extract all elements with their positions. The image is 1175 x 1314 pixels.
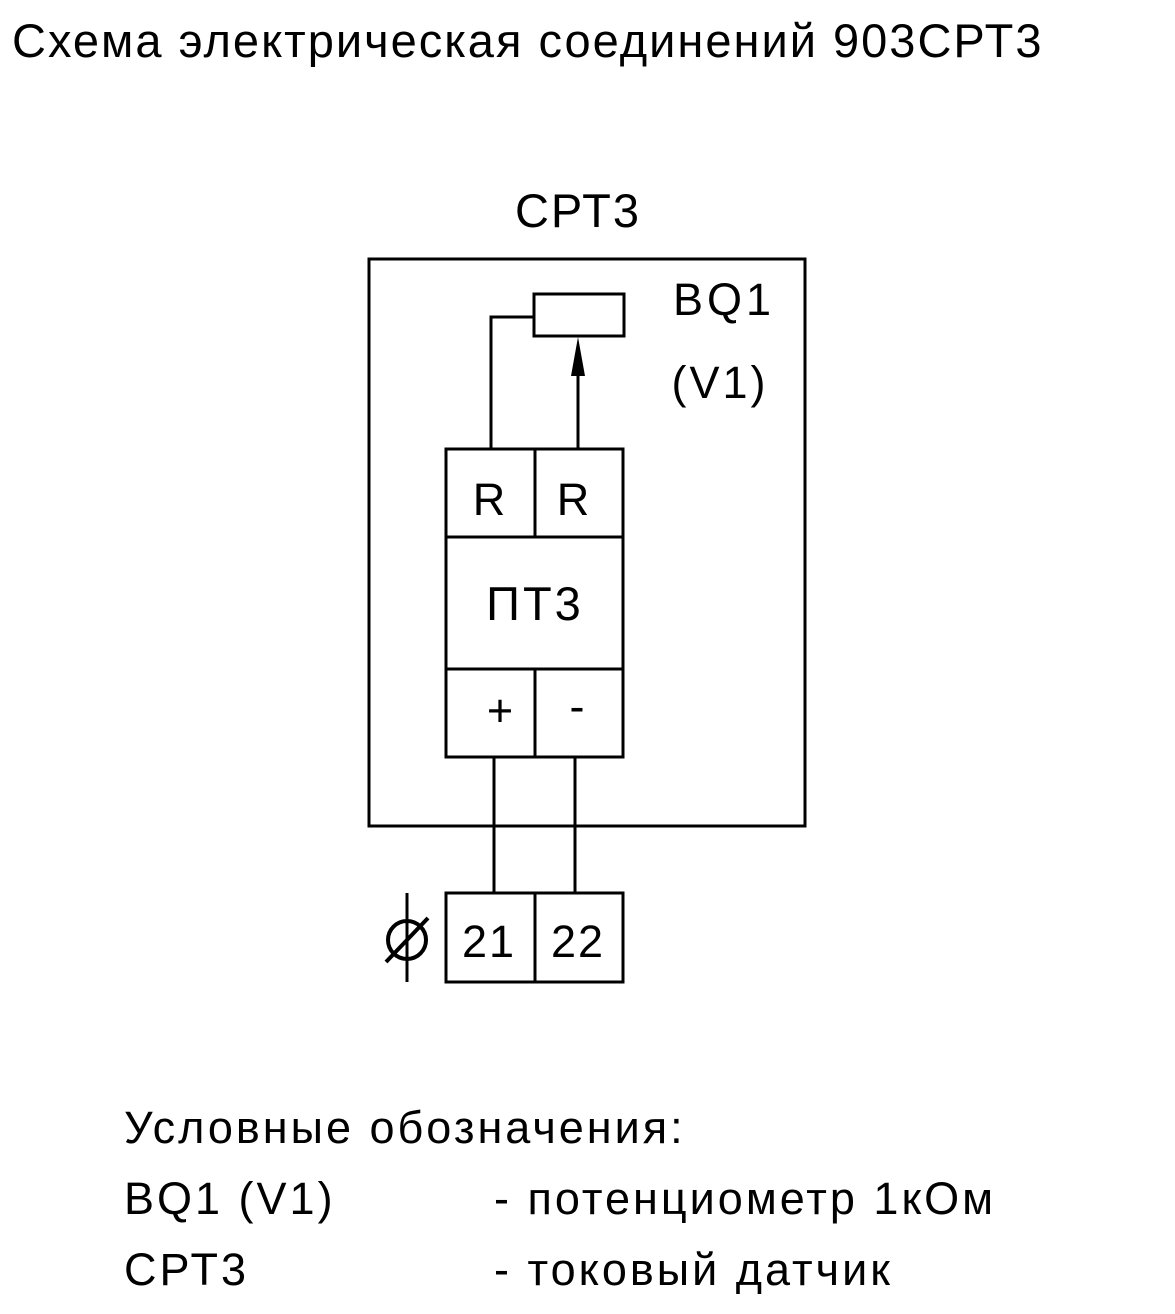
diagram-title: Схема электрическая соединений 903СРТ3 — [12, 14, 1044, 67]
legend-code: BQ1 (V1) — [124, 1173, 336, 1224]
potentiometer-ref: BQ1 — [673, 274, 775, 325]
legend-item: BQ1 (V1) - потенциометр 1кОм — [124, 1173, 1124, 1229]
converter-terminal-plus: + — [487, 685, 513, 736]
device-label: СРТ3 — [515, 184, 641, 237]
converter-name: ПТ3 — [486, 577, 584, 630]
converter-terminal-r1: R — [473, 474, 506, 525]
legend-code: СРТ3 — [124, 1244, 250, 1295]
legend-desc: - токовый датчик — [494, 1244, 893, 1295]
terminal-22: 22 — [551, 916, 605, 967]
device-enclosure — [367, 257, 807, 828]
potentiometer-lead-wire — [489, 315, 534, 449]
legend-heading: Условные обозначения: — [124, 1102, 686, 1153]
terminal-21: 21 — [462, 916, 516, 967]
potentiometer-alt-ref: (V1) — [671, 357, 768, 408]
wiper-arrow-icon — [571, 337, 585, 376]
legend-item: СРТ3 - токовый датчик — [124, 1244, 1124, 1300]
diameter-symbol-icon — [384, 893, 430, 982]
converter-terminal-minus: - — [570, 681, 585, 732]
converter-terminal-r2: R — [557, 474, 590, 525]
potentiometer-body — [532, 292, 626, 338]
legend-desc: - потенциометр 1кОм — [494, 1173, 997, 1224]
